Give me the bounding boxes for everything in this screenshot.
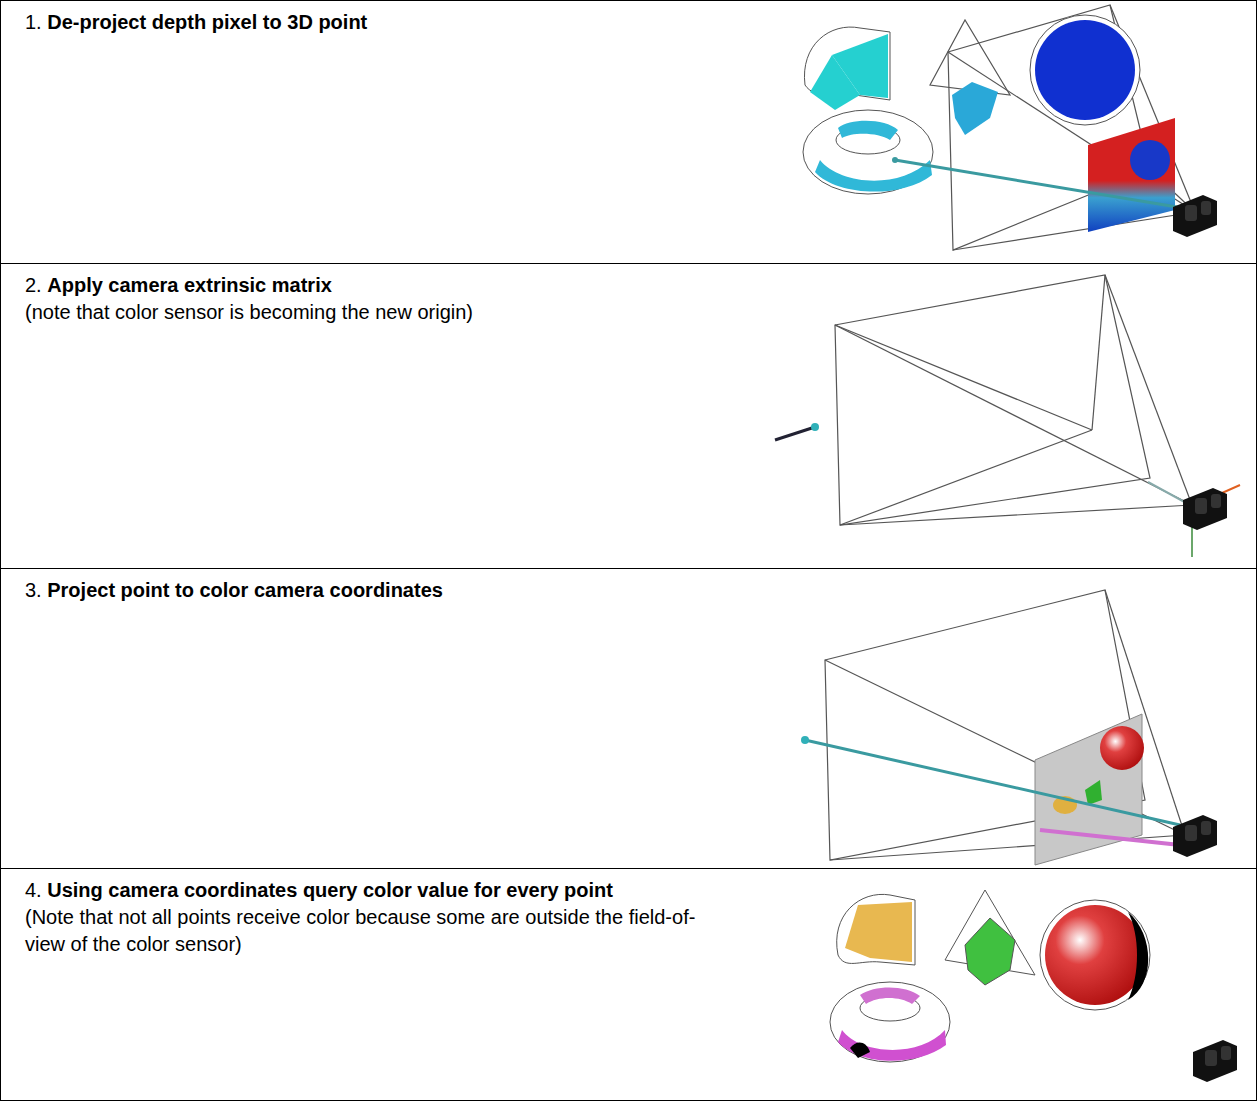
illustration-part [1173, 815, 1217, 857]
illustration-part [810, 55, 860, 110]
step-text: 2. Apply camera extrinsic matrix (note th… [25, 264, 715, 326]
step-heading: Project point to color camera coordinate… [47, 579, 443, 601]
illustration-part [1100, 726, 1144, 770]
illustration-part [952, 82, 998, 135]
illustration-part [801, 736, 809, 744]
illustration-part [1183, 488, 1227, 530]
illustration-part [930, 5, 1195, 250]
illustration-part [838, 121, 898, 140]
illustration-part [835, 325, 1092, 430]
illustration-part [965, 918, 1015, 985]
step2-illustration [775, 275, 1240, 557]
step-number: 3. [25, 579, 42, 601]
illustration-part [811, 423, 819, 431]
illustration-part [1040, 900, 1150, 1010]
illustration-part [840, 430, 1092, 525]
illustration-part [850, 1042, 870, 1058]
illustration-part [830, 982, 950, 1062]
illustration-part [1045, 905, 1145, 1005]
step-row: 3. Project point to color camera coordin… [0, 568, 1257, 869]
step-text: 3. Project point to color camera coordin… [25, 569, 715, 604]
step-note: (Note that not all points receive color … [25, 904, 715, 958]
step-heading: Using camera coordinates query color val… [47, 879, 613, 901]
illustration-part [1105, 275, 1192, 505]
step3-illustration [801, 590, 1217, 865]
illustration-part [1030, 15, 1140, 125]
step-row: 1. De-project depth pixel to 3D point [0, 0, 1257, 264]
illustration-part [1040, 830, 1180, 845]
step-note: (note that color sensor is becoming the … [25, 299, 715, 326]
step4-illustration [830, 890, 1237, 1082]
illustration-part [895, 160, 1195, 210]
step-row: 2. Apply camera extrinsic matrix (note th… [0, 263, 1257, 569]
illustration-part [892, 157, 898, 163]
illustration-part [805, 740, 1180, 825]
step-text: 1. De-project depth pixel to 3D point [25, 1, 715, 36]
illustration-part [835, 325, 1192, 505]
illustration-part [1035, 20, 1135, 120]
illustration-part [1130, 140, 1170, 180]
step-text: 4. Using camera coordinates query color … [25, 869, 715, 958]
step-number: 1. [25, 11, 42, 33]
illustration-part [953, 212, 1195, 250]
illustration-part [1128, 912, 1148, 1000]
illustration-part [835, 275, 1150, 525]
illustration-part [1173, 195, 1217, 237]
illustration-part [1092, 275, 1105, 430]
illustration-part [860, 988, 920, 1004]
illustration-part [775, 427, 815, 440]
illustration-part [803, 110, 933, 194]
illustration-part [835, 275, 1192, 525]
illustration-part [840, 505, 1192, 525]
step-number: 2. [25, 274, 42, 296]
illustration-part [1193, 1040, 1237, 1082]
illustration-part [845, 902, 912, 962]
step-heading: Apply camera extrinsic matrix [47, 274, 332, 296]
step-row: 4. Using camera coordinates query color … [0, 868, 1257, 1101]
step-heading: De-project depth pixel to 3D point [47, 11, 367, 33]
illustration-part [1085, 780, 1102, 805]
illustration-part [838, 1030, 946, 1061]
illustration-part [1088, 118, 1175, 232]
illustration-part [837, 894, 915, 965]
step1-illustration [803, 5, 1217, 250]
step-number: 4. [25, 879, 42, 901]
